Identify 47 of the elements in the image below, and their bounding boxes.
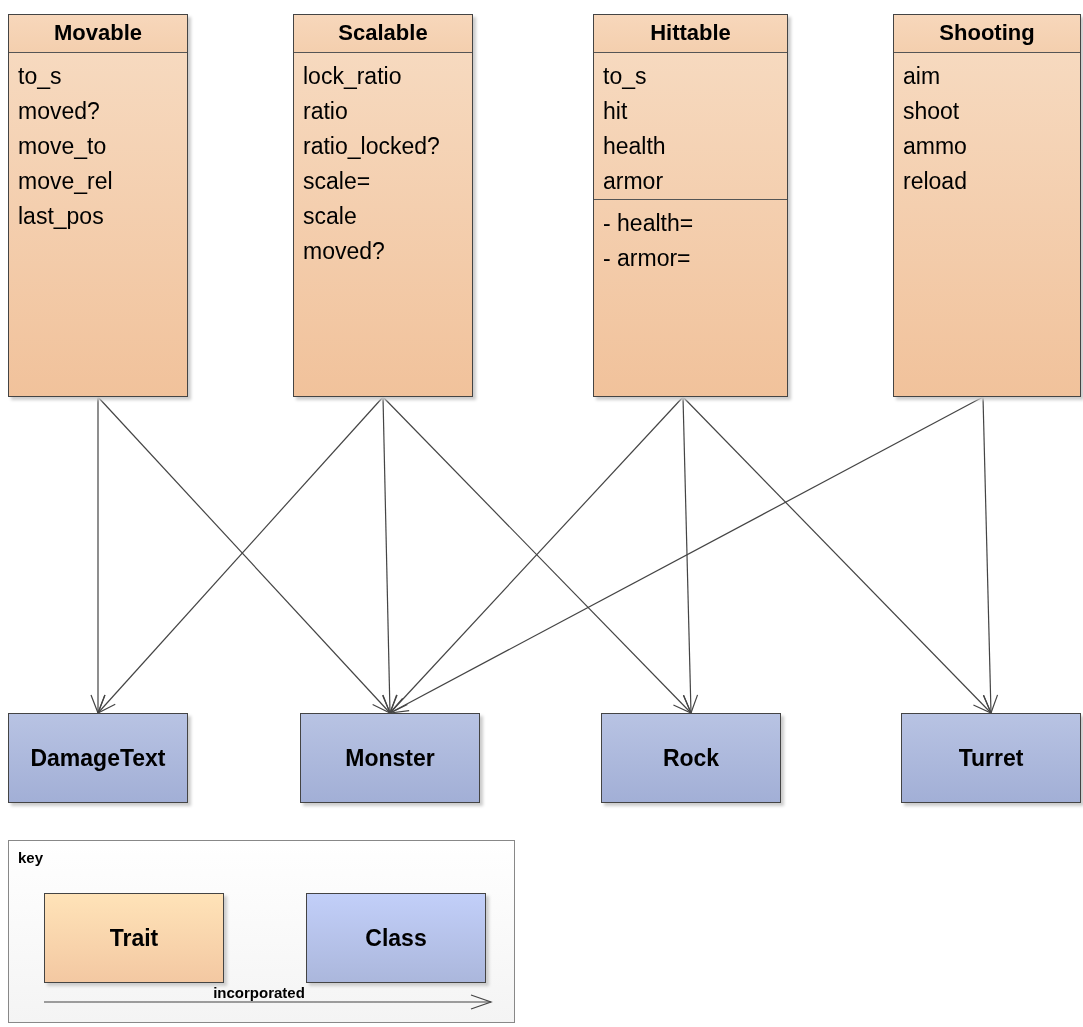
class-box — [300, 713, 480, 803]
trait-box — [8, 14, 188, 397]
member-name: moved? — [302, 237, 386, 266]
member-name: ratio_locked? — [302, 132, 441, 161]
class-name: Monster — [345, 744, 435, 772]
arrow — [389, 396, 984, 714]
arrow — [382, 396, 398, 714]
member-name: to_s — [602, 62, 648, 91]
member-name: last_pos — [17, 202, 105, 231]
member-name: moved? — [17, 97, 101, 126]
trait-name: Scalable — [294, 15, 472, 53]
member-name: ammo — [902, 132, 968, 161]
member-name: health — [602, 132, 667, 161]
class-box — [8, 713, 188, 803]
member-name: lock_ratio — [302, 62, 403, 91]
member-name: hit — [602, 97, 629, 126]
class-name: Rock — [662, 744, 720, 772]
arrow — [682, 396, 699, 714]
key-title: key — [18, 849, 44, 866]
legend-label: incorporated — [212, 984, 306, 1001]
arrow — [682, 396, 992, 714]
member-name: shoot — [902, 97, 961, 126]
trait-box — [893, 14, 1081, 397]
member-name: - armor= — [602, 244, 692, 273]
trait-name: Movable — [9, 15, 187, 53]
member-name: - health= — [602, 209, 695, 238]
member-name: armor — [602, 167, 665, 196]
class-box — [901, 713, 1081, 803]
legend-label: Trait — [109, 924, 159, 952]
member-name: ratio — [302, 97, 349, 126]
class-box — [601, 713, 781, 803]
member-name: scale= — [302, 167, 372, 196]
legend-label: Class — [365, 924, 427, 952]
arrow — [982, 396, 999, 714]
class-name: Turret — [958, 744, 1024, 772]
key-panel — [8, 840, 515, 1023]
member-name: reload — [902, 167, 968, 196]
member-name: move_to — [17, 132, 108, 161]
member-name: to_s — [17, 62, 63, 91]
trait-box — [293, 14, 473, 397]
trait-name: Hittable — [594, 15, 787, 53]
member-name: move_rel — [17, 167, 114, 196]
trait-box — [593, 14, 788, 397]
member-name: scale — [302, 202, 358, 231]
member-name: aim — [902, 62, 942, 91]
trait-name: Shooting — [894, 15, 1080, 53]
class-name: DamageText — [30, 744, 166, 772]
